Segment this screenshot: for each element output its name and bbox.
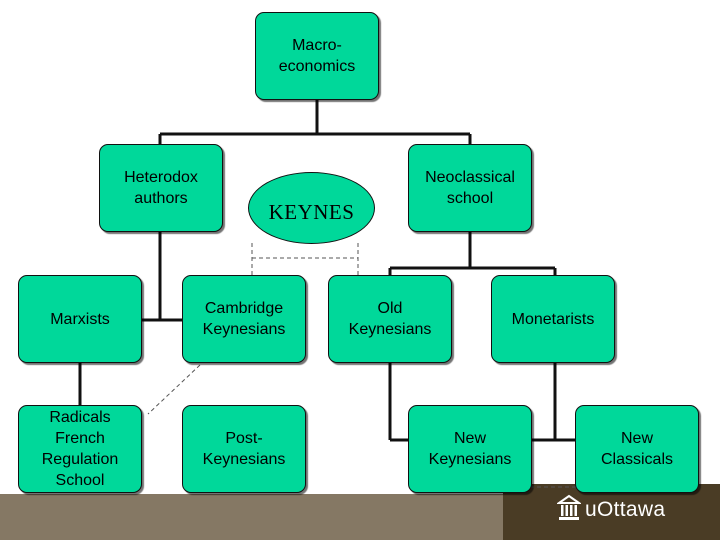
node-monetarists: Monetarists: [491, 275, 615, 363]
connector-lines: [78, 99, 577, 442]
node-radicals-french-regulation-school: Radicals French Regulation School: [18, 405, 142, 493]
footer-logo-box: [503, 484, 720, 540]
node-post-keynesians: Post- Keynesians: [182, 405, 306, 493]
node-neoclassical-school: Neoclassical school: [408, 144, 532, 232]
node-heterodox-authors: Heterodox authors: [99, 144, 223, 232]
node-marxists: Marxists: [18, 275, 142, 363]
node-keynes: KEYNES: [248, 172, 375, 244]
university-building-icon: [557, 494, 581, 520]
node-old-keynesians: Old Keynesians: [328, 275, 452, 363]
node-macroeconomics: Macro- economics: [255, 12, 379, 100]
logo-text: uOttawa: [585, 498, 666, 521]
node-cambridge-keynesians: Cambridge Keynesians: [182, 275, 306, 363]
node-new-classicals: New Classicals: [575, 405, 699, 493]
node-new-keynesians: New Keynesians: [408, 405, 532, 493]
dashed-cambridge-to-radicals: [147, 364, 201, 415]
